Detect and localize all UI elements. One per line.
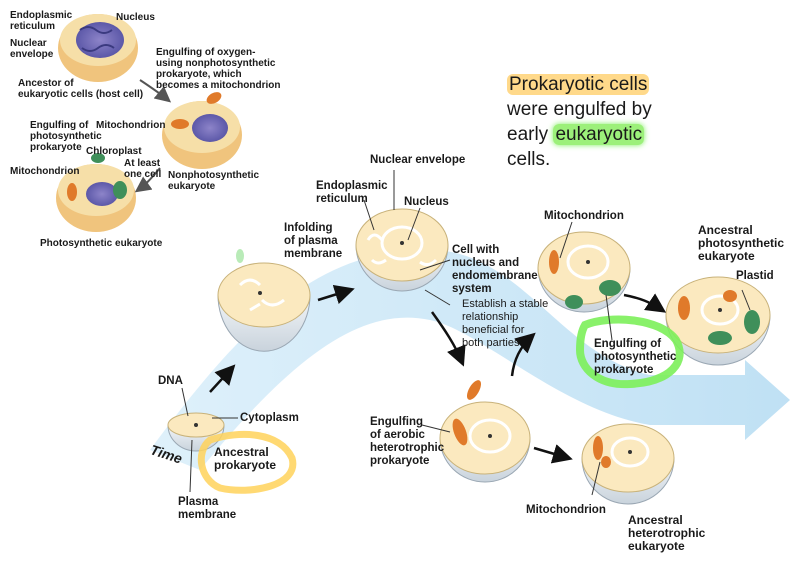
note-line3-a: early [507, 124, 554, 145]
label-engulfing-aerobic: Engulfing of aerobic heterotrophic proka… [370, 416, 445, 467]
inset-label-at-least: At least one cell [124, 158, 162, 180]
label-cytoplasm: Cytoplasm [240, 412, 299, 424]
highlight-ring-photosynthetic [575, 315, 684, 389]
time-band [150, 250, 790, 470]
cell-aerobic-engulfing [439, 401, 531, 483]
label-ancestral-hetero: Ancestral heterotrophic eukaryote [628, 513, 706, 553]
label-infolding: Infolding of plasma membrane [284, 222, 343, 260]
cell-infolding [217, 262, 311, 352]
inset-photo-cell [56, 164, 136, 232]
inset-label-nucleus: Nucleus [116, 12, 155, 23]
inset-label-ancestor: Ancestor of eukaryotic cells (host cell) [18, 78, 144, 100]
label-establish: Establish a stable relationship benefici… [462, 298, 549, 349]
note-eukaryotic: eukaryotic [553, 124, 645, 145]
label-engulfing-photo: Engulfing of photosynthetic prokaryote [594, 338, 677, 376]
label-er: Endoplasmic reticulum [316, 180, 388, 205]
inset-label-engulfing-oxygen: Engulfing of oxygen- using nonphotosynth… [156, 47, 281, 91]
label-plastid: Plastid [736, 270, 774, 282]
label-plasma-membrane: Plasma membrane [178, 496, 237, 521]
label-mitochondrion-top: Mitochondrion [544, 210, 624, 222]
label-nuclear-envelope: Nuclear envelope [370, 154, 466, 166]
label-mitochondrion-bottom: Mitochondrion [526, 504, 606, 516]
cell-ancestral-heterotrophic [581, 423, 675, 505]
note-text: Prokaryotic cells were engulfed by early… [507, 72, 652, 172]
label-ancestral-prokaryote: Ancestral prokaryote [214, 445, 277, 472]
inset-label-nuclear-envelope: Nuclear envelope [10, 38, 54, 60]
inset-label-chloroplast: Chloroplast [86, 146, 142, 157]
cell-with-nucleus [355, 208, 449, 292]
label-ancestral-photo: Ancestral photosynthetic eukaryote [698, 223, 784, 263]
inset-label-mitochondrion-mid: Mitochondrion [96, 120, 166, 131]
label-dna: DNA [158, 375, 183, 387]
note-line2: were engulfed by [507, 99, 652, 120]
label-nucleus: Nucleus [404, 196, 449, 208]
inset-host-cell [58, 14, 138, 82]
inset-label-mitochondrion-left: Mitochondrion [10, 166, 80, 177]
inset-label-engulfing-photo: Engulfing of photosynthetic prokaryote [30, 120, 102, 153]
inset-label-er: Endoplasmic reticulum [10, 10, 73, 32]
cell-mitochondrion [537, 231, 631, 313]
inset-nonphoto-cell [162, 101, 242, 169]
inset-label-nonphoto: Nonphotosynthetic eukaryote [168, 170, 260, 192]
note-prokaryotic: Prokaryotic cells [507, 74, 650, 95]
inset-label-photo-eukaryote: Photosynthetic eukaryote [40, 238, 163, 249]
label-cell-with-nucleus: Cell with nucleus and endomembrane syste… [452, 244, 538, 295]
note-line4: cells. [507, 149, 551, 170]
highlight-ring-prokaryote [197, 430, 297, 494]
